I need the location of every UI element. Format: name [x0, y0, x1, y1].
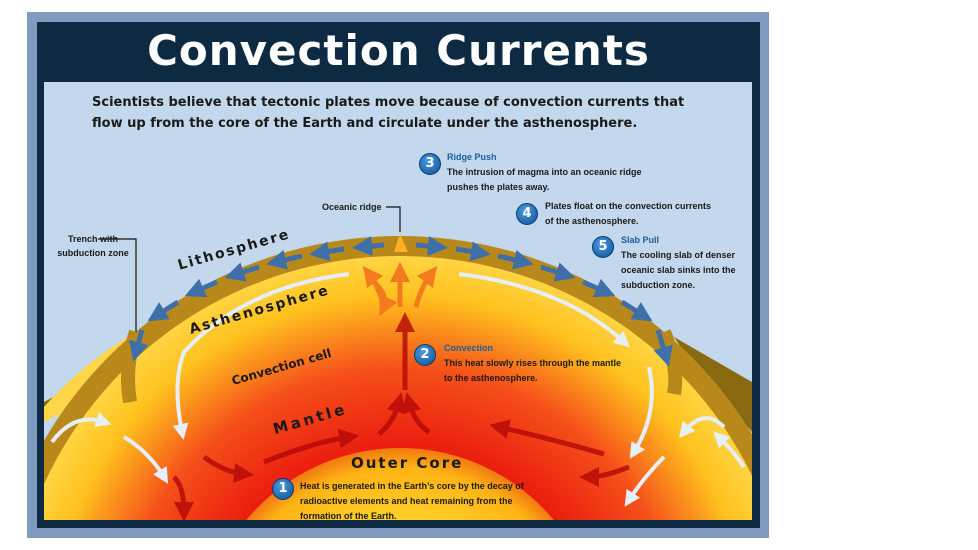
- plate-motion-arrows: [128, 236, 673, 367]
- oceanic-ridge-label: Oceanic ridge: [322, 202, 382, 212]
- step-4-badge: 4: [516, 203, 538, 225]
- ridge-magma: [394, 234, 408, 252]
- trench-leader-line: [98, 238, 137, 332]
- outer-core: [246, 447, 554, 520]
- diagram-area: Scientists believe that tectonic plates …: [44, 82, 752, 520]
- step-2-badge: 2: [414, 344, 436, 366]
- subducting-slab-right: [657, 329, 683, 396]
- step-2-heading: Convection: [444, 343, 494, 353]
- ridge-leader-line: [386, 206, 401, 232]
- outer-core-label: Outer Core: [351, 454, 464, 472]
- step-5-text: The cooling slab of denser oceanic slab …: [621, 250, 736, 290]
- step-1-badge: 1: [272, 478, 294, 500]
- step-2-text: This heat slowly rises through the mantl…: [444, 358, 622, 383]
- rising-magma-arrows: [362, 262, 438, 316]
- asthenosphere-current-arrows: [50, 272, 746, 507]
- step-1-note: Heat is generated in the Earth’s core by…: [300, 479, 540, 520]
- subducting-slab-left: [121, 329, 143, 404]
- step-1-text: Heat is generated in the Earth’s core by…: [300, 481, 524, 520]
- page-title: Convection Currents: [147, 26, 650, 75]
- trench-label: Trench with subduction zone: [57, 234, 129, 258]
- step-5-heading: Slab Pull: [621, 235, 660, 245]
- intro-text: Scientists believe that tectonic plates …: [92, 95, 685, 131]
- earth-diagram: [44, 206, 752, 520]
- step-4-note: Plates float on the convection currents …: [545, 199, 720, 229]
- step-5-badge: 5: [592, 236, 614, 258]
- mantle-convection-arrows: [172, 312, 630, 520]
- step-4-text: Plates float on the convection currents …: [545, 201, 712, 226]
- step-3-heading: Ridge Push: [447, 152, 497, 162]
- step-3-badge: 3: [419, 153, 441, 175]
- step-3-text: The intrusion of magma into an oceanic r…: [447, 167, 642, 192]
